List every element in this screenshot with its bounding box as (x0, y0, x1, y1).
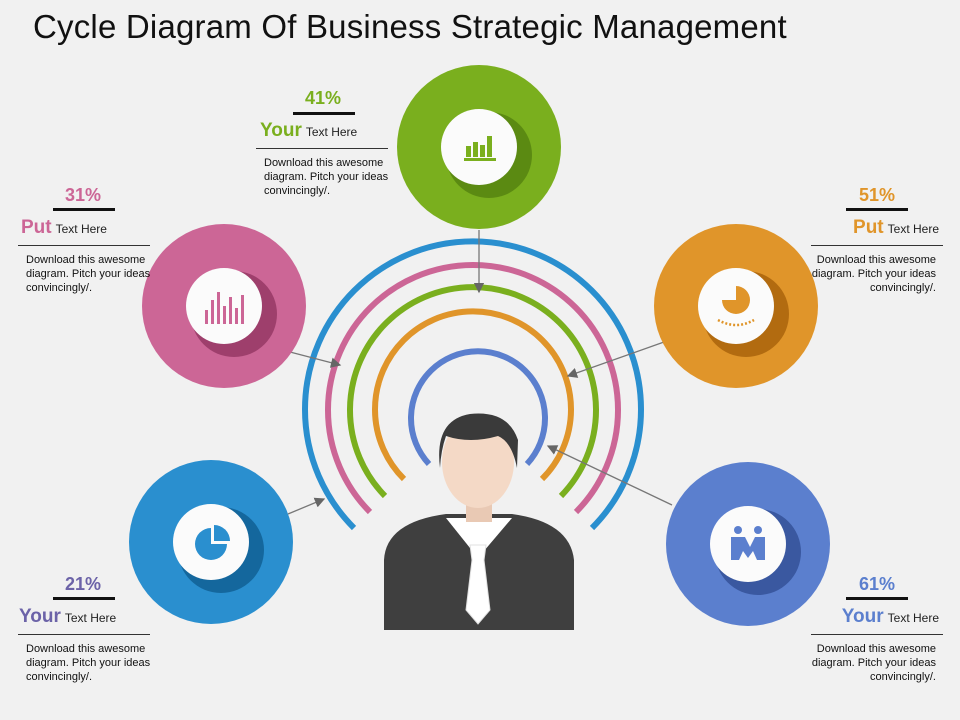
rule-orange (811, 245, 943, 246)
circle-periwinkle (666, 462, 830, 626)
arc-blue (302, 238, 644, 531)
arrow-periwinkle (546, 445, 673, 506)
rule-periwinkle (811, 634, 943, 635)
percent-blue: 21% (64, 574, 102, 594)
arc-green (347, 284, 599, 499)
bar-chart-icon (464, 136, 496, 161)
percent-pink: 31% (64, 185, 102, 205)
arc-orange (372, 308, 574, 482)
body-periwinkle: Download this awesome diagram. Pitch you… (811, 643, 936, 683)
rule-green (256, 148, 388, 149)
percent-underline-green (293, 112, 355, 115)
percent-underline-orange (846, 208, 908, 211)
arrow-blue (287, 497, 326, 515)
circle-pink (142, 224, 306, 388)
circle-green (397, 65, 561, 229)
handshake-people-icon (731, 526, 765, 560)
arrow-orange (566, 341, 665, 378)
body-pink: Download this awesome diagram. Pitch you… (26, 254, 151, 294)
businessman-icon (384, 413, 574, 630)
percent-underline-pink (53, 208, 115, 211)
percent-orange: 51% (858, 185, 896, 205)
body-green: Download this awesome diagram. Pitch you… (264, 157, 389, 197)
body-blue: Download this awesome diagram. Pitch you… (26, 643, 151, 683)
arrow-pink (289, 351, 342, 368)
percent-periwinkle: 61% (858, 574, 896, 594)
arc-pink (325, 261, 621, 515)
body-orange: Download this awesome diagram. Pitch you… (811, 254, 936, 294)
arc-periwinkle (408, 348, 548, 467)
rule-pink (18, 245, 150, 246)
page-title: Cycle Diagram Of Business Strategic Mana… (33, 8, 787, 45)
concentric-arcs (302, 238, 644, 531)
percent-green: 41% (304, 88, 342, 108)
equalizer-icon (205, 292, 244, 324)
percent-underline-blue (53, 597, 115, 600)
circle-blue (129, 460, 293, 624)
pie-chart-icon (195, 525, 230, 560)
percent-underline-periwinkle (846, 597, 908, 600)
connector-arrows (287, 230, 673, 515)
rule-blue (18, 634, 150, 635)
circle-orange (654, 224, 818, 388)
pie-gauge-icon (717, 286, 755, 327)
